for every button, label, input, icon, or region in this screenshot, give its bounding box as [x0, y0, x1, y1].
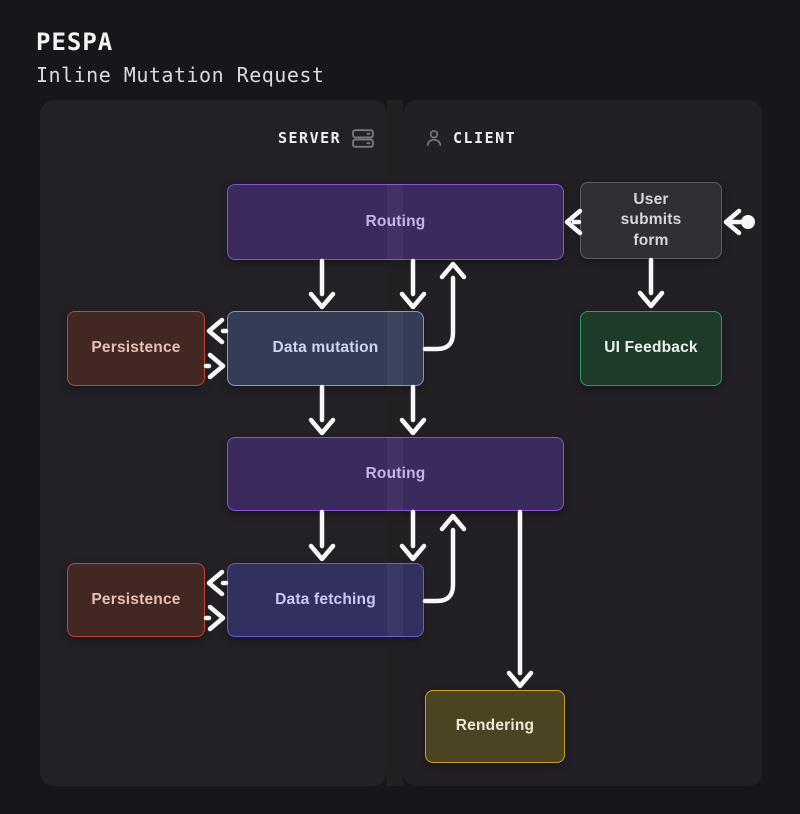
server-panel-header: SERVER: [278, 125, 376, 151]
node-user-submits-form: User submits form: [580, 182, 722, 259]
node-data-mutation: Data mutation: [227, 311, 424, 386]
node-persistence-top: Persistence: [67, 311, 205, 386]
page-header: PESPA Inline Mutation Request: [36, 28, 324, 87]
node-label: Persistence: [91, 339, 181, 357]
node-label: User submits form: [620, 191, 682, 249]
server-icon: [350, 126, 376, 151]
page-subtitle: Inline Mutation Request: [36, 63, 325, 87]
node-label: Persistence: [91, 590, 181, 608]
client-panel-header: CLIENT: [424, 125, 516, 151]
node-routing-bottom: Routing: [227, 437, 564, 511]
person-icon: [424, 127, 444, 149]
page-title: PESPA: [36, 28, 114, 56]
node-label: Data fetching: [275, 590, 376, 608]
node-label: Routing: [365, 212, 426, 230]
client-panel-label: CLIENT: [453, 129, 517, 147]
node-label: Routing: [365, 464, 426, 482]
node-label: UI Feedback: [604, 339, 698, 357]
node-ui-feedback: UI Feedback: [580, 311, 722, 386]
node-persistence-bottom: Persistence: [67, 563, 205, 637]
node-label: Rendering: [455, 717, 535, 735]
node-routing-top: Routing: [227, 184, 564, 260]
node-rendering: Rendering: [425, 690, 565, 763]
node-label: Data mutation: [272, 339, 379, 357]
node-data-fetching: Data fetching: [227, 563, 424, 637]
server-panel-label: SERVER: [278, 129, 342, 147]
